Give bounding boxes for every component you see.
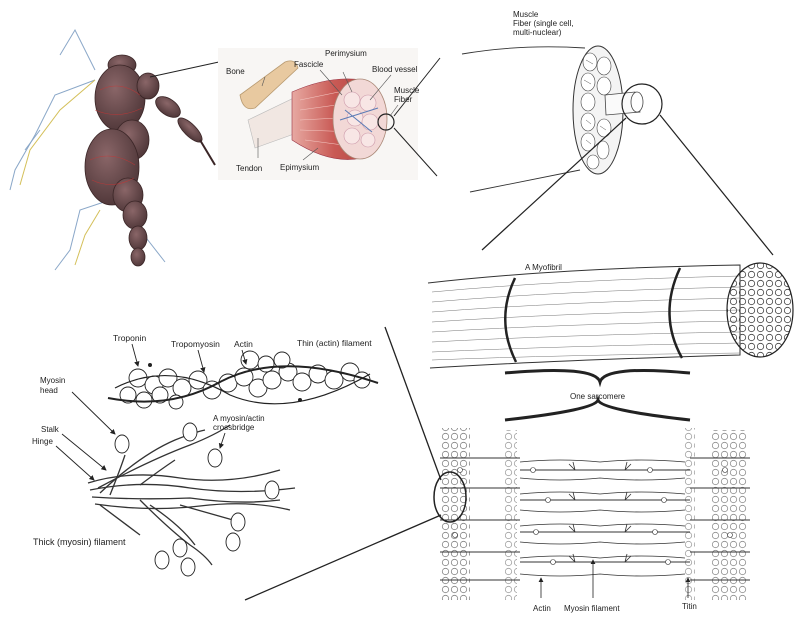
zoom-line-fiber-myofibril-right: [660, 115, 773, 255]
label-titin: Titin: [682, 602, 697, 611]
rigged-3d-model: [10, 30, 215, 270]
myofibril-illustration: A Myofibril One sarcomere: [428, 263, 793, 420]
label-actin-filament: Actin: [234, 339, 253, 349]
label-muscle-fiber-cell: Muscle Fiber (single cell, multi-nuclear…: [513, 10, 576, 37]
label-crossbridge: A myosin/actin crossbridge: [213, 414, 267, 432]
label-blood-vessel: Blood vessel: [372, 65, 418, 74]
label-myosin-head: Myosin head: [40, 376, 68, 395]
sarcomere-bracket-lower: [505, 400, 690, 420]
zoom-line-model-muscle: [150, 60, 228, 77]
label-thin-filament: Thin (actin) filament: [297, 338, 372, 348]
zoom-line-fiber-myofibril-left: [482, 118, 626, 250]
filament-detail-illustration: Troponin Tropomyosin Actin Thin (actin) …: [32, 333, 378, 576]
label-fascicle: Fascicle: [294, 60, 324, 69]
muscle-fiber-illustration: Muscle Fiber (single cell, multi-nuclear…: [462, 10, 662, 192]
label-myosin-filament: Myosin filament: [564, 604, 620, 613]
label-bone: Bone: [226, 67, 245, 76]
zoom-line-sarcomere-filaments-lower: [245, 515, 441, 600]
label-hinge: Hinge: [32, 437, 53, 446]
label-stalk: Stalk: [41, 425, 60, 434]
muscle-anatomy-illustration: Bone Tendon Fascicle Perimysium Blood ve…: [218, 48, 420, 180]
sarcomere-detail-illustration: Actin Myosin filament Titin: [434, 428, 750, 613]
sarcomere-bracket-upper: [505, 370, 690, 382]
label-tendon: Tendon: [236, 164, 262, 173]
label-troponin: Troponin: [113, 333, 147, 343]
label-perimysium: Perimysium: [325, 49, 367, 58]
label-myofibril: A Myofibril: [525, 263, 562, 272]
label-epimysium: Epimysium: [280, 163, 319, 172]
label-thick-filament: Thick (myosin) filament: [33, 537, 126, 547]
label-actin-sarcomere: Actin: [533, 604, 551, 613]
label-tropomyosin: Tropomyosin: [171, 339, 220, 349]
